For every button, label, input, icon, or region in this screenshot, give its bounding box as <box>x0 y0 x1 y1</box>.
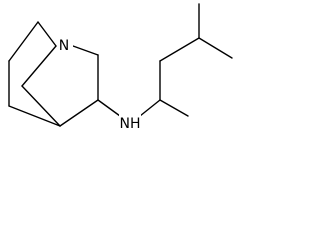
bond-c8-nh <box>97 99 121 117</box>
bond-c4-c5 <box>8 105 61 127</box>
amine-nh-label: NH <box>120 116 141 132</box>
bond-n1-c7 <box>72 45 99 56</box>
bond-c8-c5 <box>59 99 99 127</box>
bond-c2-c3 <box>8 21 39 62</box>
atom-labels: N NH <box>57 37 141 134</box>
bridgehead-nitrogen-label: N <box>59 38 69 54</box>
skeletal-structure: N NH <box>8 3 233 134</box>
structure-canvas: N NH <box>0 0 236 142</box>
nh-label-background <box>119 114 141 134</box>
side-chain-bonds <box>97 3 233 117</box>
quinuclidine-bonds <box>8 21 99 127</box>
bond-c6-c5 <box>21 85 61 127</box>
bond-c10-c11 <box>159 37 200 62</box>
bond-nh-c9 <box>139 99 161 117</box>
bond-n1-c2 <box>37 21 57 47</box>
bond-c9-methyl <box>159 99 189 117</box>
bond-n1-c6 <box>21 45 57 87</box>
n1-label-background <box>57 37 73 55</box>
bond-c11-methyl-right <box>198 37 233 59</box>
